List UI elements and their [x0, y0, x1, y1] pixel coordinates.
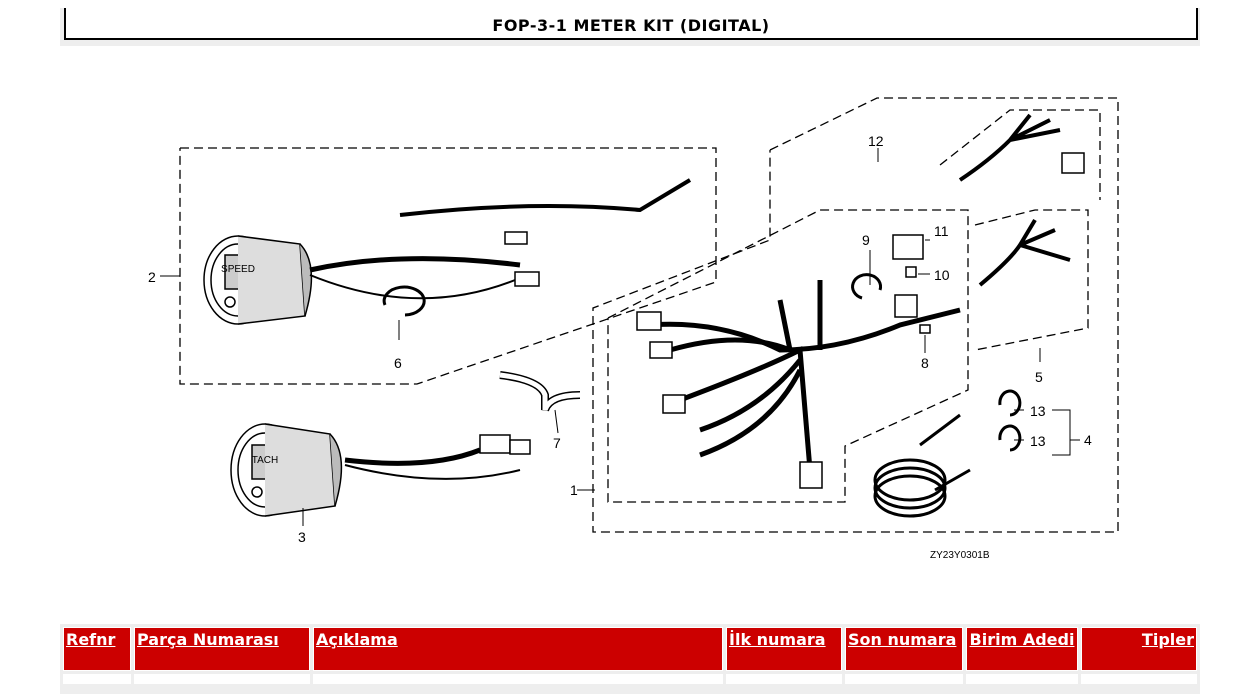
harness-1-illustration [649, 280, 961, 471]
callout-1: 1 [570, 482, 578, 498]
callout-11: 11 [934, 223, 949, 239]
callout-4: 4 [1084, 432, 1092, 448]
page-title: FOP-3-1 METER KIT (DIGITAL) [64, 8, 1198, 40]
callout-13b: 13 [1030, 433, 1046, 449]
callout-7: 7 [553, 435, 561, 451]
box-top-right-outline [939, 109, 1101, 200]
callout-10: 10 [934, 267, 950, 283]
callout-12: 12 [868, 133, 884, 149]
header-last-number[interactable]: Son numara [845, 627, 963, 671]
header-description[interactable]: Açıklama [313, 627, 723, 671]
header-refnr[interactable]: Refnr [63, 627, 131, 671]
part-8-illustration [919, 324, 931, 334]
header-types[interactable]: Tipler [1081, 627, 1197, 671]
callout-9: 9 [862, 232, 870, 248]
relay-11-illustration [892, 234, 924, 260]
clip-9-illustration [851, 273, 883, 300]
box-1-outline [607, 209, 969, 503]
callout-5: 5 [1035, 369, 1043, 385]
callout-3: 3 [298, 529, 306, 545]
header-first-number[interactable]: İlk numara [726, 627, 842, 671]
callout-2: 2 [148, 269, 156, 285]
speed-face-text: SPEED [221, 264, 255, 275]
parts-table: Refnr Parça Numarası Açıklama İlk numara… [60, 624, 1200, 694]
header-part-number[interactable]: Parça Numarası [134, 627, 310, 671]
clip-6-illustration [382, 285, 426, 317]
hose-7-illustration [499, 371, 581, 412]
title-bar: FOP-3-1 METER KIT (DIGITAL) [60, 8, 1200, 46]
table-row [63, 674, 1197, 684]
box-12-outline [592, 97, 1119, 533]
fuse-10-illustration [905, 266, 917, 278]
box-5-outline [974, 209, 1089, 351]
table-header-row: Refnr Parça Numarası Açıklama İlk numara… [63, 627, 1197, 671]
diagram-code: ZY23Y0301B [930, 550, 990, 561]
parts-diagram: SPEED TACH [148, 97, 1119, 561]
callout-8: 8 [921, 355, 929, 371]
extension-4-illustration [873, 413, 971, 518]
callout-13a: 13 [1030, 403, 1046, 419]
callout-6: 6 [394, 355, 402, 371]
header-unit-qty[interactable]: Birim Adedi [966, 627, 1078, 671]
tach-face-text: TACH [252, 455, 278, 466]
box-2-outline [179, 147, 717, 385]
meter-2-illustration [203, 178, 692, 325]
meter-3-illustration [230, 423, 531, 517]
